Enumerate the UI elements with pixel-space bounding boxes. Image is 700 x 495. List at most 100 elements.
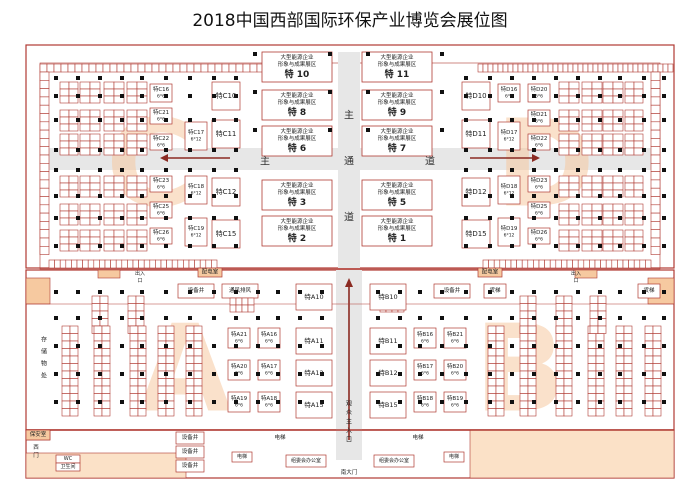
arrow-head-right — [532, 154, 540, 162]
column-pillar — [76, 316, 80, 320]
small-booth — [650, 138, 661, 147]
small-booth — [650, 204, 661, 214]
small-booth — [589, 318, 599, 327]
small-booth — [615, 408, 625, 417]
column-pillar — [576, 76, 580, 80]
small-booth — [602, 210, 614, 219]
small-booth — [652, 393, 662, 402]
column-pillar — [164, 148, 168, 152]
energy-booth-name: 特 8 — [288, 106, 306, 118]
column-pillar — [234, 372, 238, 376]
small-booth — [650, 121, 661, 131]
column-pillar — [256, 344, 260, 348]
column-pillar — [276, 316, 280, 320]
column-pillar — [98, 400, 102, 404]
small-booth — [581, 189, 593, 198]
column-pillar — [618, 216, 622, 220]
small-booth — [595, 355, 605, 364]
small-booth — [149, 259, 156, 269]
small-booth — [193, 355, 203, 364]
column-pillar — [488, 316, 492, 320]
small-booth — [199, 259, 207, 269]
column-pillar — [554, 316, 558, 320]
column-pillar — [598, 194, 602, 198]
small-booth — [624, 236, 635, 245]
column-pillar — [618, 148, 622, 152]
special-booth-name: 特D22 — [531, 134, 548, 142]
small-booth — [39, 196, 50, 206]
small-booth — [39, 88, 50, 98]
small-booth — [615, 355, 625, 364]
small-booth — [177, 259, 184, 269]
small-booth — [650, 80, 661, 89]
special-booth-name: 特D19 — [501, 224, 518, 232]
small-booth — [135, 295, 145, 304]
column-pillar — [510, 244, 514, 248]
large-booth — [369, 283, 407, 311]
column-pillar — [488, 94, 492, 98]
large-booth-name: 特B10 — [378, 292, 397, 301]
column-pillar — [140, 94, 144, 98]
small-booth — [87, 259, 95, 269]
small-booth — [519, 355, 529, 364]
small-booth — [563, 303, 573, 312]
small-booth — [552, 63, 559, 73]
small-booth — [542, 63, 549, 73]
column-pillar — [212, 118, 216, 122]
office-room — [373, 454, 415, 468]
small-booth — [612, 140, 624, 149]
column-pillar — [662, 344, 666, 348]
small-booth — [555, 259, 562, 269]
large-booth — [295, 327, 333, 355]
column-pillar — [554, 118, 558, 122]
small-booth — [101, 378, 111, 387]
column-pillar — [54, 76, 58, 80]
audience-entry-label: 口 — [346, 437, 352, 444]
small-booth — [89, 189, 101, 198]
column-pillar — [212, 316, 216, 320]
energy-booth-name: 特 1 — [388, 232, 406, 244]
column-pillar — [188, 372, 192, 376]
column-pillar — [298, 316, 302, 320]
small-booth — [136, 203, 148, 212]
small-booth — [61, 340, 71, 349]
small-booth — [623, 385, 633, 394]
column-pillar — [398, 316, 402, 320]
column-pillar — [212, 194, 216, 198]
small-booth — [39, 187, 50, 197]
small-booth — [61, 408, 71, 417]
small-booth — [129, 325, 139, 334]
small-booth — [488, 259, 495, 269]
column-pillar — [298, 290, 302, 294]
small-booth — [633, 189, 644, 198]
column-pillar — [256, 316, 260, 320]
column-pillar — [464, 290, 468, 294]
small-booth — [93, 385, 103, 394]
small-booth — [623, 348, 633, 357]
small-booth — [68, 95, 79, 104]
small-booth — [193, 325, 203, 334]
small-booth — [499, 259, 506, 269]
column-pillar — [662, 148, 666, 152]
special-booth-name: 特D21 — [531, 110, 548, 118]
special-booth-size: 6*12 — [191, 233, 202, 239]
column-pillar — [120, 148, 124, 152]
small-booth — [185, 325, 195, 334]
column-pillar — [54, 118, 58, 122]
small-booth — [650, 154, 661, 164]
small-booth — [61, 385, 71, 394]
energy-booth-name: 特 5 — [388, 196, 406, 208]
column-pillar — [532, 316, 536, 320]
small-booth — [103, 182, 115, 191]
column-pillar — [598, 216, 602, 220]
column-pillar — [598, 94, 602, 98]
small-booth — [581, 140, 593, 149]
small-booth — [193, 378, 203, 387]
small-booth — [93, 259, 100, 269]
small-booth — [113, 217, 125, 226]
small-booth — [61, 325, 71, 334]
large-booth-name: 特D15 — [465, 229, 486, 238]
small-booth — [582, 63, 589, 73]
column-pillar — [662, 244, 666, 248]
column-pillar — [598, 344, 602, 348]
